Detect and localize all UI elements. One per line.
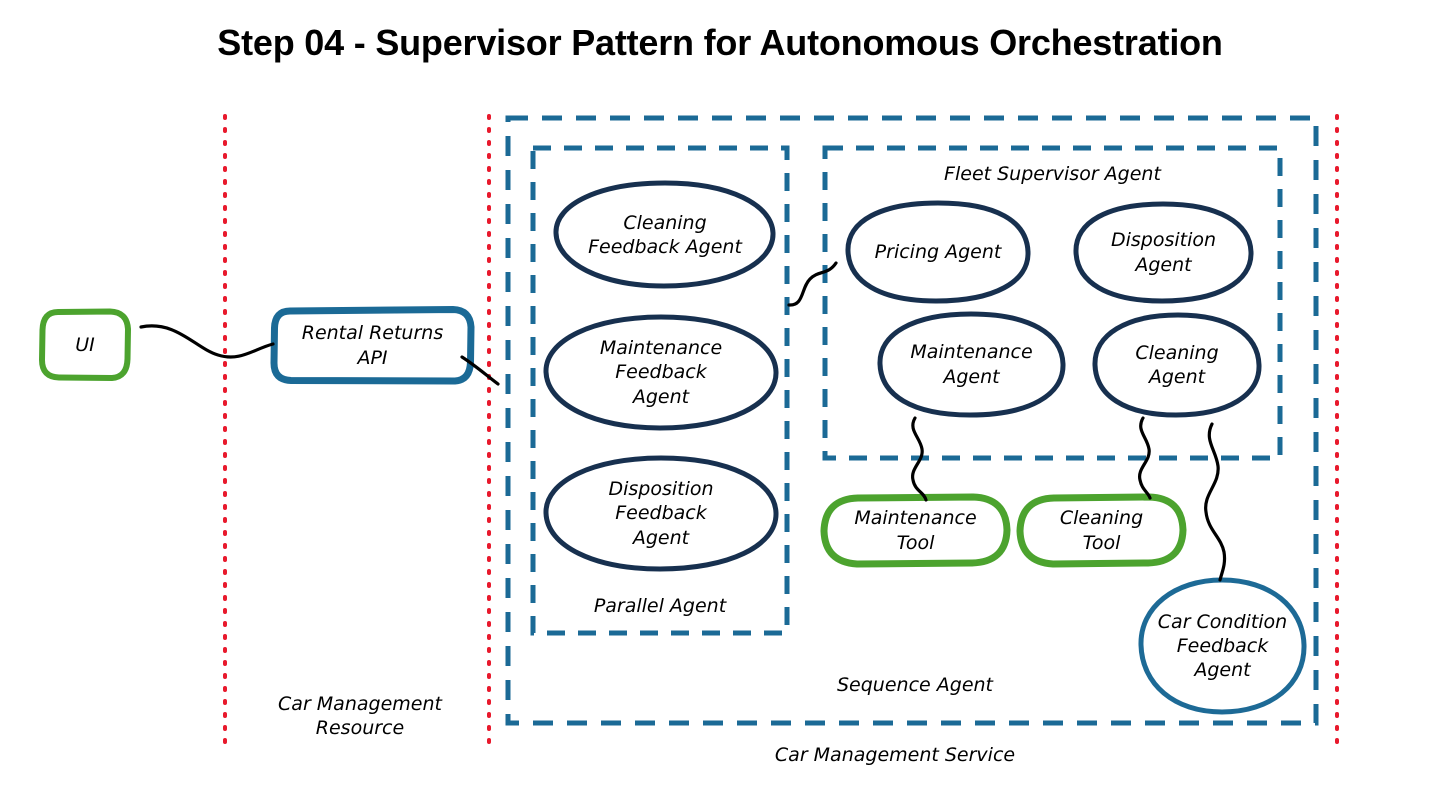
connector-maintenance-agent-to-maintenance-tool [911,416,928,502]
cleaning-feedback-agent-shape [553,180,776,289]
parallel-agent-box [530,145,790,636]
connector-rental-returns-api-to-service [460,355,500,386]
page-title: Step 04 - Supervisor Pattern for Autonom… [217,22,1223,63]
connector-cleaning-agent-to-car-condition-feedback-agent [1204,422,1227,582]
disposition-agent-shape [1073,201,1254,304]
maintenance-tool-node-shape [820,493,1011,568]
maintenance-feedback-agent-shape [543,314,779,431]
maintenance-agent-shape [877,311,1066,418]
ui-node-shape [39,308,131,381]
fleet-supervisor-agent-box [822,145,1283,461]
pricing-agent-shape [845,200,1031,304]
sequence-agent-box [505,115,1319,726]
car-condition-feedback-agent-shape [1138,577,1307,715]
disposition-feedback-agent-shape [543,455,779,572]
connector-parallel-agent-to-fleet-supervisor [787,261,838,307]
cleaning-tool-node-shape [1016,493,1187,568]
rental-returns-api-node-shape [270,306,475,385]
connector-ui-to-rental-returns-api [139,324,275,359]
connector-cleaning-agent-to-cleaning-tool [1138,416,1152,500]
cleaning-agent-shape [1092,312,1262,418]
